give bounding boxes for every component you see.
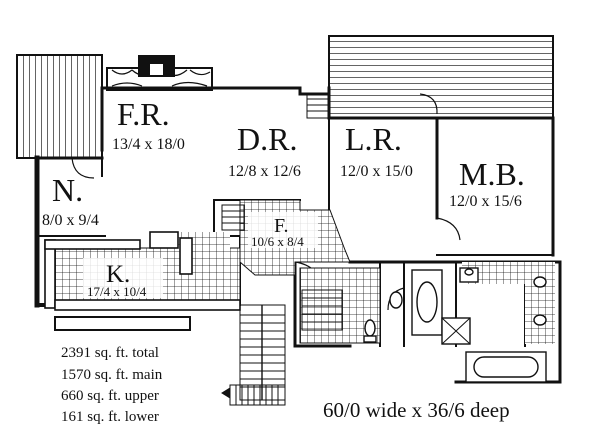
room-living-dims: 12/0 x 15/0 (340, 163, 413, 180)
room-kitchen-dims: 17/4 x 10/4 (87, 284, 147, 299)
stairs-foyer (221, 204, 245, 231)
room-family-dims: 13/4 x 18/0 (112, 136, 185, 153)
room-living: L.R. 12/0 x 15/0 (340, 121, 413, 180)
room-family-name: F.R. (117, 96, 170, 132)
square-footage: 2391 sq. ft. total 1570 sq. ft. main 660… (61, 345, 163, 425)
room-master: M.B. 12/0 x 15/6 (449, 156, 525, 210)
stairs-lower (221, 384, 286, 406)
room-nook-dims: 8/0 x 9/4 (42, 212, 99, 229)
room-kitchen: K. 17/4 x 10/4 (83, 258, 163, 299)
stairs-main (239, 304, 286, 401)
overall-size: 60/0 wide x 36/6 deep (323, 398, 510, 422)
room-foyer-dims: 10/6 x 8/4 (251, 234, 304, 249)
room-master-dims: 12/0 x 15/6 (449, 193, 522, 210)
room-dining-dims: 12/8 x 12/6 (228, 163, 301, 180)
stat-total: 2391 sq. ft. total (61, 345, 159, 361)
room-dining-name: D.R. (237, 121, 297, 157)
room-dining: D.R. 12/8 x 12/6 (228, 121, 301, 180)
room-living-name: L.R. (345, 121, 402, 157)
room-kitchen-name: K. (106, 261, 130, 288)
room-master-name: M.B. (459, 156, 525, 192)
deck-right (328, 35, 554, 119)
stat-upper: 660 sq. ft. upper (61, 388, 159, 404)
room-family: F.R. 13/4 x 18/0 (112, 96, 185, 153)
fireplace (106, 55, 213, 91)
stat-main: 1570 sq. ft. main (61, 367, 163, 383)
stairs-up (306, 92, 330, 119)
room-nook: N. 8/0 x 9/4 (42, 172, 99, 229)
deck-left (16, 54, 103, 159)
bath-fixtures (363, 267, 547, 383)
stairs-core (301, 289, 343, 331)
room-foyer-name: F. (274, 215, 289, 237)
room-nook-name: N. (52, 172, 83, 208)
room-foyer: F. 10/6 x 8/4 (248, 212, 318, 249)
stat-lower: 161 sq. ft. lower (61, 409, 159, 425)
